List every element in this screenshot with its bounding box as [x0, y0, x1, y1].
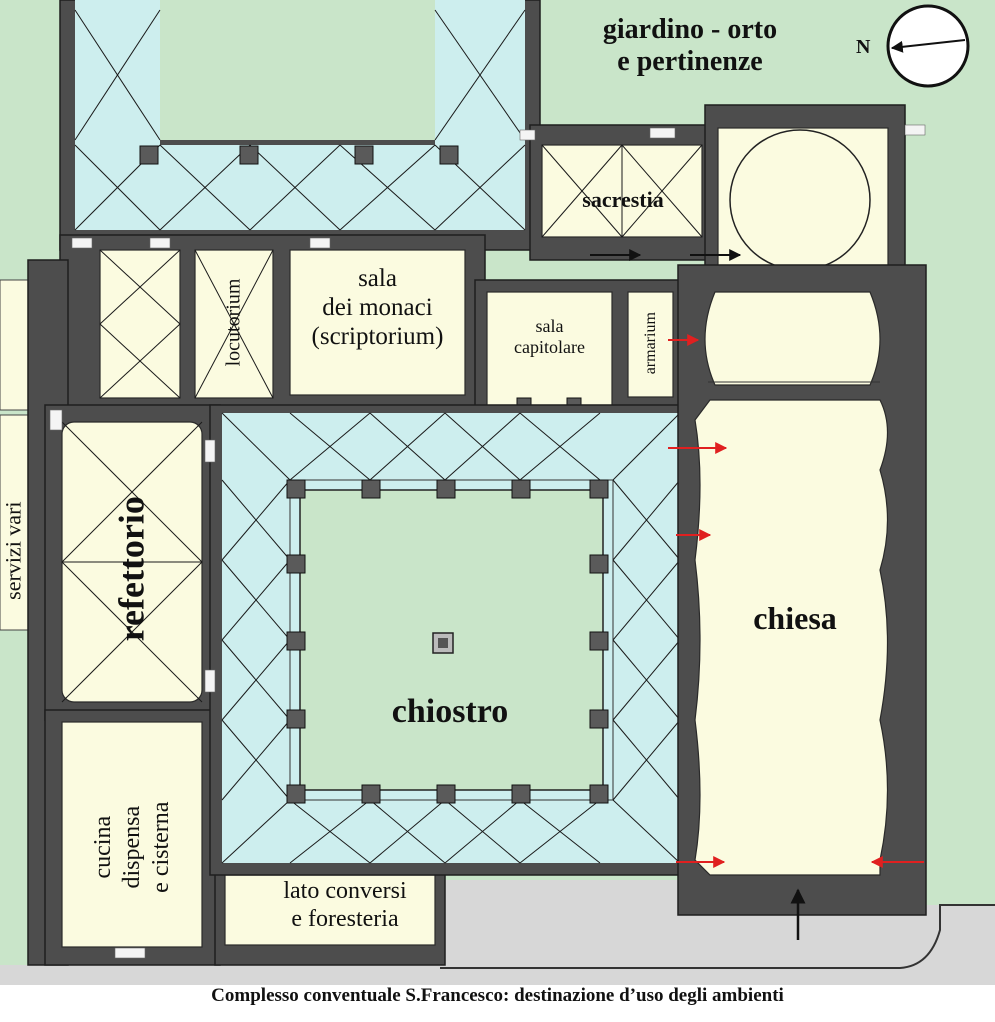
apse-room [717, 127, 889, 269]
services-label: servizi vari [0, 501, 26, 600]
monks-hall-line2: dei monaci [322, 293, 433, 321]
lay-brothers-line1: lato conversi [283, 878, 407, 904]
passage-vaults [99, 249, 181, 399]
refectory-vaults [61, 421, 203, 703]
passage-room [99, 249, 181, 399]
kitchen-label: cucina dispensa e cisterna [89, 762, 175, 932]
chapter-room [486, 291, 613, 408]
locutorium-vaults [194, 249, 274, 399]
armarium-label: armarium [641, 312, 659, 375]
locutorium-label: locutorium [222, 278, 245, 367]
cloister-piers [286, 479, 609, 804]
compass-needle [890, 39, 966, 53]
chapter-label: sala capitolare [487, 316, 612, 357]
well-inner [438, 638, 448, 648]
monks-hall-room [289, 249, 466, 396]
monks-hall-line3: (scriptorium) [311, 322, 444, 350]
monks-hall-label: sala dei monaci (scriptorium) [290, 265, 465, 351]
north-stair-left [75, 0, 160, 145]
windows [49, 124, 926, 959]
refectory-label: refettorio [111, 496, 152, 642]
garden-label: giardino - orto e pertinenze [575, 14, 805, 78]
left-strip-room [0, 279, 31, 411]
garden-strip-right [925, 0, 995, 905]
sacristy-vaults [541, 144, 703, 238]
church-label: chiesa [753, 600, 837, 636]
chapter-line2: capitolare [514, 336, 585, 357]
kitchen-line1: cucina [89, 815, 116, 879]
north-label: N [856, 36, 871, 58]
sacristy-label: sacrestia [582, 187, 664, 212]
north-stair-right [435, 0, 525, 145]
kitchen-line2: dispensa [118, 805, 145, 889]
north-wing-piers [139, 145, 459, 165]
cloister-label: chiostro [391, 693, 509, 730]
garden-label-line2: e pertinenze [617, 46, 763, 78]
chapter-line1: sala [535, 316, 564, 336]
kitchen-room [61, 721, 203, 948]
monks-hall-line1: sala [358, 265, 397, 292]
lay-brothers-line2: e foresteria [291, 905, 399, 932]
compass-circle [886, 4, 970, 88]
armarium-room [627, 291, 674, 398]
lay-brothers-label: lato conversi e foresteria [245, 878, 445, 933]
church-nave [694, 399, 889, 876]
garden-label-line1: giardino - orto [602, 14, 778, 45]
street-curb [440, 904, 995, 969]
cloister-vaults [221, 412, 681, 864]
figure-caption: Complesso conventuale S.Francesco: desti… [211, 985, 784, 1006]
north-wing-garden [160, 0, 435, 140]
entrance-arrows [590, 249, 924, 940]
kitchen-line3: e cisterna [147, 801, 174, 893]
floor-plan [0, 0, 995, 985]
church-choir [704, 291, 881, 386]
